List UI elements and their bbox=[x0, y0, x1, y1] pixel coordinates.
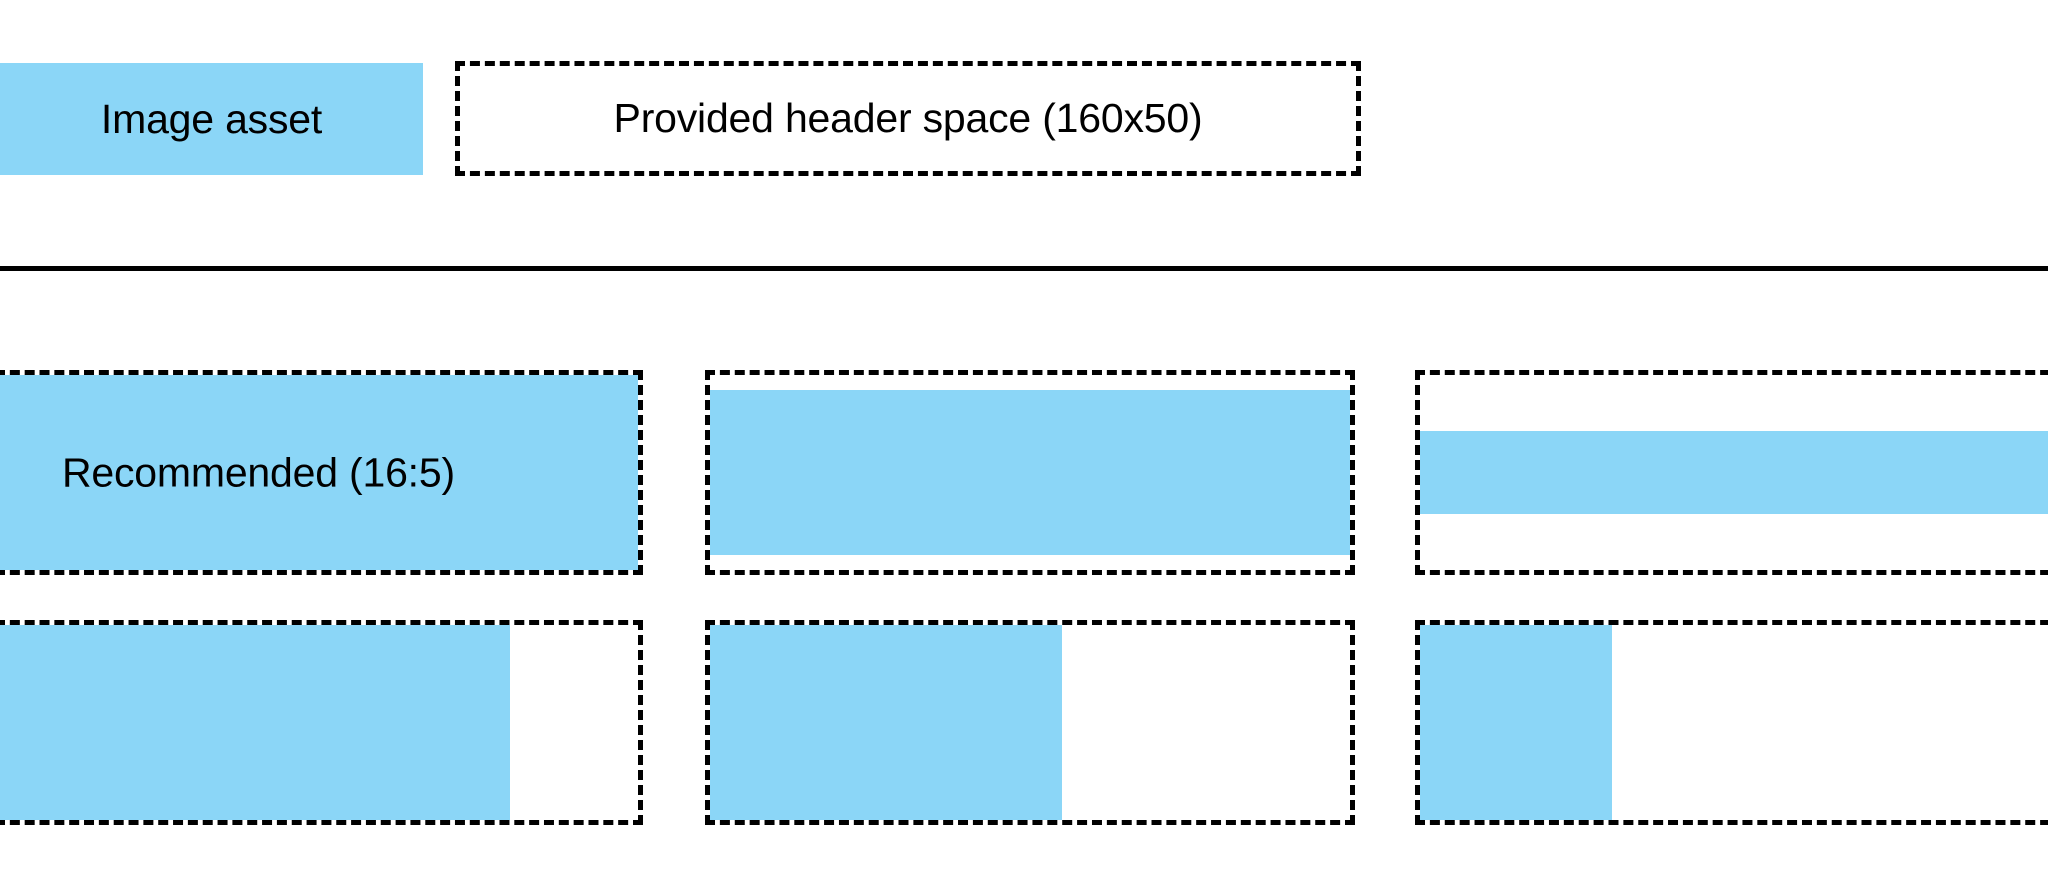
header-legend-region: Image asset Provided header space (160x5… bbox=[0, 0, 2048, 271]
asset-fill-bar bbox=[0, 375, 638, 570]
asset-fill-bar bbox=[1420, 625, 1612, 820]
examples-grid: Recommended (16:5) bbox=[0, 268, 2048, 896]
provided-header-space-box: Provided header space (160x50) bbox=[455, 61, 1361, 176]
provided-header-space-label: Provided header space (160x50) bbox=[613, 95, 1203, 141]
asset-fill-bar bbox=[710, 625, 1062, 820]
example-cell-eighty-percent-width bbox=[0, 620, 643, 825]
example-cell-recommended-16-5: Recommended (16:5) bbox=[0, 370, 643, 575]
example-cell-full-width-narrow-band bbox=[1415, 370, 2048, 575]
example-cell-fifty-five-percent-width bbox=[705, 620, 1355, 825]
asset-fill-bar bbox=[0, 625, 511, 820]
image-asset-label: Image asset bbox=[100, 95, 323, 142]
recommended-ratio-label: Recommended (16:5) bbox=[62, 449, 455, 495]
asset-fill-bar bbox=[1420, 430, 2048, 515]
examples-row-tall: Recommended (16:5) bbox=[0, 370, 2048, 575]
examples-row-partial-width bbox=[0, 620, 2048, 825]
asset-fill-bar bbox=[710, 389, 1350, 556]
example-cell-full-width-short-height bbox=[705, 370, 1355, 575]
section-divider bbox=[0, 266, 2048, 271]
image-asset-swatch: Image asset bbox=[0, 63, 423, 175]
example-cell-thirty-percent-width bbox=[1415, 620, 2048, 825]
